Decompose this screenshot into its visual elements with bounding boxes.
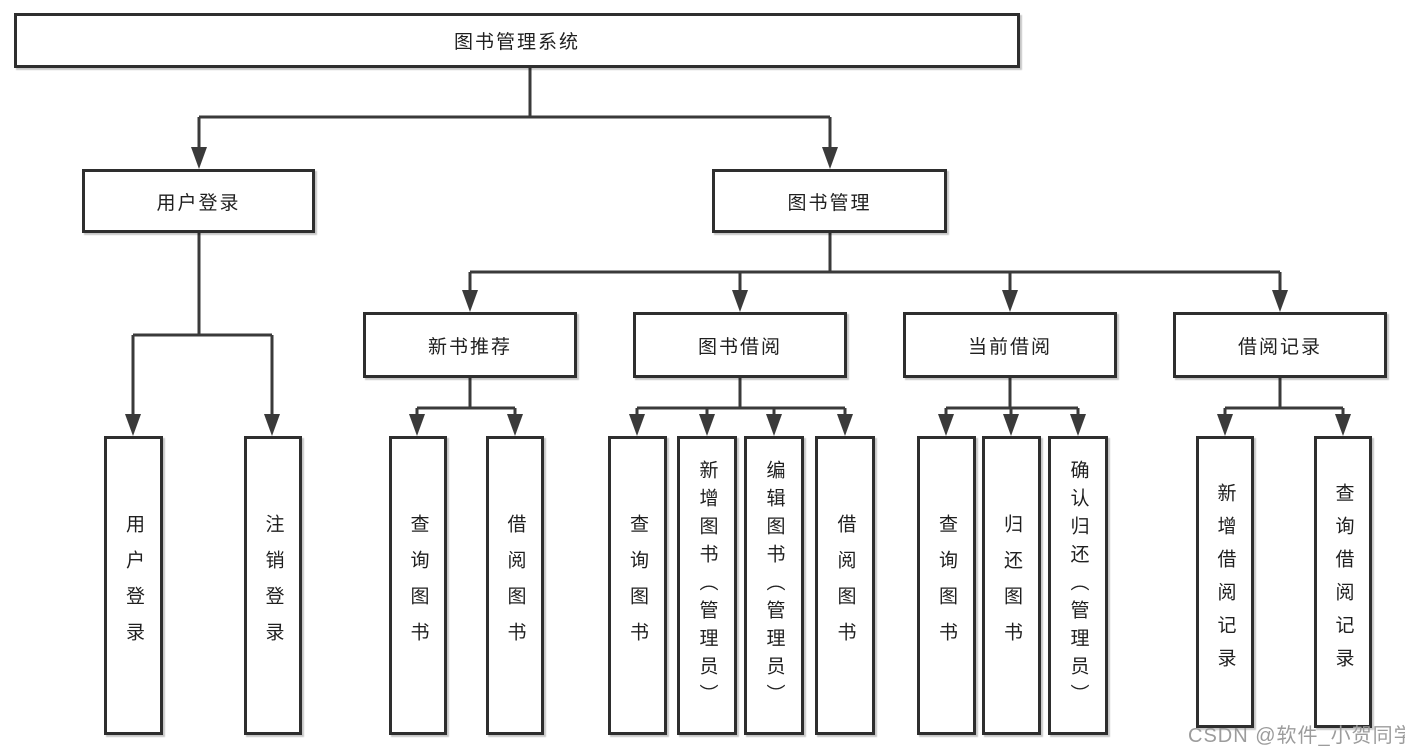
leaf-query-books-borrowing: 查询图书 (608, 436, 667, 735)
node-borrowing-records-label: 借阅记录 (1237, 336, 1322, 358)
leaf-query-borrow-record: 查询借阅记录 (1314, 436, 1372, 728)
leaf-user-login-label: 用户登录 (123, 513, 144, 658)
csdn-watermark: CSDN @软件_小贺同学 (1188, 725, 1405, 747)
leaf-borrow-books-label: 借阅图书 (834, 513, 856, 658)
leaf-query-books-recommend-label: 查询图书 (407, 513, 429, 658)
node-book-borrowing-label: 图书借阅 (697, 336, 782, 358)
leaf-return-books-label: 归还图书 (1001, 513, 1022, 658)
node-new-book-recommend-label: 新书推荐 (427, 336, 512, 358)
node-current-borrowing: 当前借阅 (903, 312, 1117, 378)
leaf-logout-label: 注销登录 (262, 513, 284, 658)
leaf-add-borrow-record: 新增借阅记录 (1196, 436, 1254, 728)
leaf-query-books-current: 查询图书 (917, 436, 976, 735)
leaf-return-books: 归还图书 (982, 436, 1041, 735)
leaf-query-books-current-label: 查询图书 (936, 513, 957, 658)
leaf-add-books-admin: 新增图书（管理员） (677, 436, 737, 735)
root-node-label: 图书管理系统 (453, 32, 580, 53)
branch-book-management: 图书管理 (712, 169, 947, 233)
leaf-confirm-return-admin-label: 确认归还（管理员） (1067, 459, 1089, 712)
branch-user-login: 用户登录 (82, 169, 315, 233)
branch-book-management-label: 图书管理 (787, 192, 872, 214)
leaf-logout: 注销登录 (244, 436, 302, 735)
leaf-borrow-books-recommend-label: 借阅图书 (504, 513, 526, 658)
leaf-borrow-books-recommend: 借阅图书 (486, 436, 544, 735)
node-new-book-recommend: 新书推荐 (363, 312, 577, 378)
root-node-library-system: 图书管理系统 (14, 13, 1020, 68)
leaf-add-borrow-record-label: 新增借阅记录 (1214, 483, 1236, 681)
leaf-query-books-borrowing-label: 查询图书 (627, 513, 648, 658)
leaf-edit-books-admin: 编辑图书（管理员） (744, 436, 804, 735)
node-borrowing-records: 借阅记录 (1173, 312, 1387, 378)
node-current-borrowing-label: 当前借阅 (967, 336, 1052, 358)
leaf-query-borrow-record-label: 查询借阅记录 (1332, 483, 1354, 681)
leaf-query-books-recommend: 查询图书 (389, 436, 447, 735)
leaf-edit-books-admin-label: 编辑图书（管理员） (763, 459, 785, 712)
node-book-borrowing: 图书借阅 (633, 312, 847, 378)
leaf-borrow-books: 借阅图书 (815, 436, 875, 735)
branch-user-login-label: 用户登录 (156, 192, 241, 214)
leaf-user-login: 用户登录 (104, 436, 163, 735)
leaf-add-books-admin-label: 新增图书（管理员） (696, 459, 718, 712)
leaf-confirm-return-admin: 确认归还（管理员） (1048, 436, 1108, 735)
